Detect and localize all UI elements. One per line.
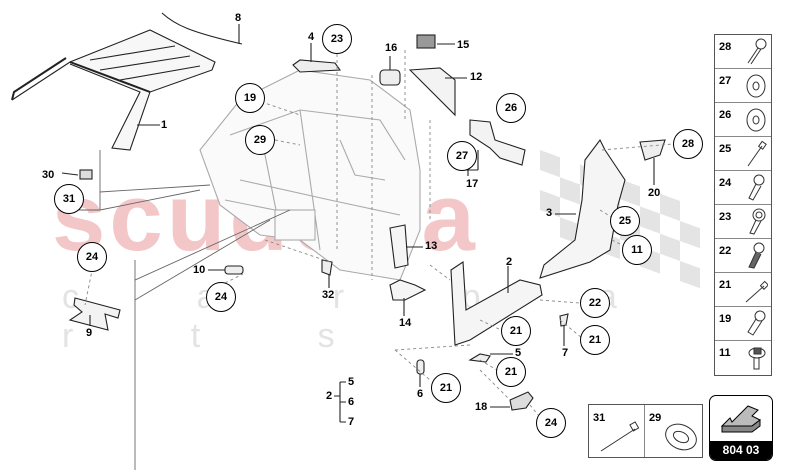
legend-item-29[interactable]: 29 — [645, 405, 702, 457]
legend-item-21[interactable]: 21 — [715, 273, 771, 307]
diagram-code-badge[interactable]: 804 03 — [709, 395, 773, 461]
part-label-17[interactable]: 17 — [466, 178, 479, 190]
callout-11[interactable]: 11 — [622, 235, 652, 265]
callout-24[interactable]: 24 — [206, 282, 236, 312]
bracket-part-17[interactable] — [469, 119, 526, 166]
part-label-8[interactable]: 8 — [235, 12, 242, 24]
side-sill-part-2[interactable] — [450, 261, 543, 346]
diagram-code: 804 03 — [710, 441, 772, 460]
callout-25[interactable]: 25 — [610, 206, 640, 236]
part-label-10[interactable]: 10 — [193, 264, 206, 276]
clip-part-10[interactable] — [224, 265, 244, 275]
legend-item-23[interactable]: 23 — [715, 205, 771, 239]
callout-21[interactable]: 21 — [431, 373, 461, 403]
legend-item-19[interactable]: 19 — [715, 307, 771, 341]
group-member-5[interactable]: 5 — [348, 376, 355, 388]
clip-part-7[interactable] — [559, 313, 569, 327]
grommet-icon — [746, 108, 766, 132]
part-label-16[interactable]: 16 — [385, 42, 398, 54]
part-label-12[interactable]: 12 — [470, 71, 483, 83]
part-label-13[interactable]: 13 — [425, 240, 438, 252]
legend-item-25[interactable]: 25 — [715, 137, 771, 171]
bracket-part-18[interactable] — [509, 391, 534, 411]
clip-part-5[interactable] — [468, 353, 491, 363]
seal-strip-part[interactable] — [161, 12, 243, 45]
hex-bolt-icon — [747, 310, 766, 336]
callout-19[interactable]: 19 — [235, 83, 265, 113]
bracket-part-4[interactable] — [292, 59, 342, 73]
callout-21[interactable]: 21 — [496, 357, 526, 387]
callout-21[interactable]: 21 — [580, 325, 610, 355]
clip-part-30[interactable] — [79, 169, 93, 180]
part-label-9[interactable]: 9 — [86, 327, 93, 339]
callout-28[interactable]: 28 — [673, 129, 703, 159]
legend-item-24[interactable]: 24 — [715, 171, 771, 205]
part-label-4[interactable]: 4 — [308, 31, 315, 43]
fastener-legend: 28 27 26 25 24 23 22 21 19 11 — [714, 34, 772, 376]
part-label-6[interactable]: 6 — [417, 388, 424, 400]
threaded-bolt-icon — [748, 242, 765, 269]
mini-legend: 31 29 — [588, 404, 703, 458]
legend-item-11[interactable]: 11 — [715, 341, 771, 375]
part-label-18[interactable]: 18 — [475, 401, 488, 413]
callout-24[interactable]: 24 — [77, 242, 107, 272]
legend-item-28[interactable]: 28 — [715, 35, 771, 69]
flange-bolt-icon — [749, 208, 766, 235]
part-label-2[interactable]: 2 — [506, 256, 513, 268]
legend-item-27[interactable]: 27 — [715, 69, 771, 103]
roof-panel-part[interactable] — [11, 29, 216, 151]
oval-grommet-icon — [665, 423, 697, 451]
legend-item-22[interactable]: 22 — [715, 239, 771, 273]
callout-23[interactable]: 23 — [322, 24, 352, 54]
arrow-block-icon — [720, 405, 761, 433]
group-member-7[interactable]: 7 — [348, 416, 355, 428]
grommet-icon — [746, 74, 766, 98]
foam-block-part-15[interactable] — [416, 34, 436, 49]
part-label-1[interactable]: 1 — [161, 119, 168, 131]
callout-29[interactable]: 29 — [245, 125, 275, 155]
legend-item-26[interactable]: 26 — [715, 103, 771, 137]
insert-part-16[interactable] — [379, 69, 401, 86]
part-label-20[interactable]: 20 — [648, 187, 661, 199]
hex-bolt-icon — [748, 174, 765, 201]
panel-part-12[interactable] — [408, 67, 456, 117]
part-label-15[interactable]: 15 — [457, 39, 470, 51]
hinge-plate-part-9[interactable] — [68, 297, 121, 331]
rivet-icon — [747, 140, 767, 167]
bracket-part-14[interactable] — [389, 279, 427, 301]
part-label-7[interactable]: 7 — [562, 347, 569, 359]
callout-24[interactable]: 24 — [536, 408, 566, 438]
callout-26[interactable]: 26 — [496, 93, 526, 123]
callout-21[interactable]: 21 — [501, 316, 531, 346]
clip-part-6[interactable] — [416, 359, 425, 375]
a-pillar-part-3[interactable] — [539, 138, 626, 279]
callout-22[interactable]: 22 — [580, 288, 610, 318]
legend-item-31[interactable]: 31 — [589, 405, 645, 457]
part-label-14[interactable]: 14 — [399, 317, 412, 329]
group-member-6[interactable]: 6 — [348, 396, 355, 408]
callout-31[interactable]: 31 — [54, 184, 84, 214]
callout-27[interactable]: 27 — [447, 141, 477, 171]
part-label-5[interactable]: 5 — [515, 347, 522, 359]
group-label-2[interactable]: 2 — [326, 390, 333, 402]
reinforcement-part-13[interactable] — [389, 224, 409, 269]
part-label-32[interactable]: 32 — [322, 289, 335, 301]
part-label-30[interactable]: 30 — [42, 169, 55, 181]
rivet-icon — [745, 280, 768, 303]
screw-washer-icon — [747, 38, 767, 65]
rivet-icon — [600, 421, 640, 452]
flange-screw-icon — [748, 347, 766, 370]
bracket-part-20[interactable] — [639, 139, 666, 161]
part-label-3[interactable]: 3 — [546, 207, 553, 219]
clip-part-32[interactable] — [321, 259, 333, 276]
body-frame[interactable] — [199, 69, 421, 281]
